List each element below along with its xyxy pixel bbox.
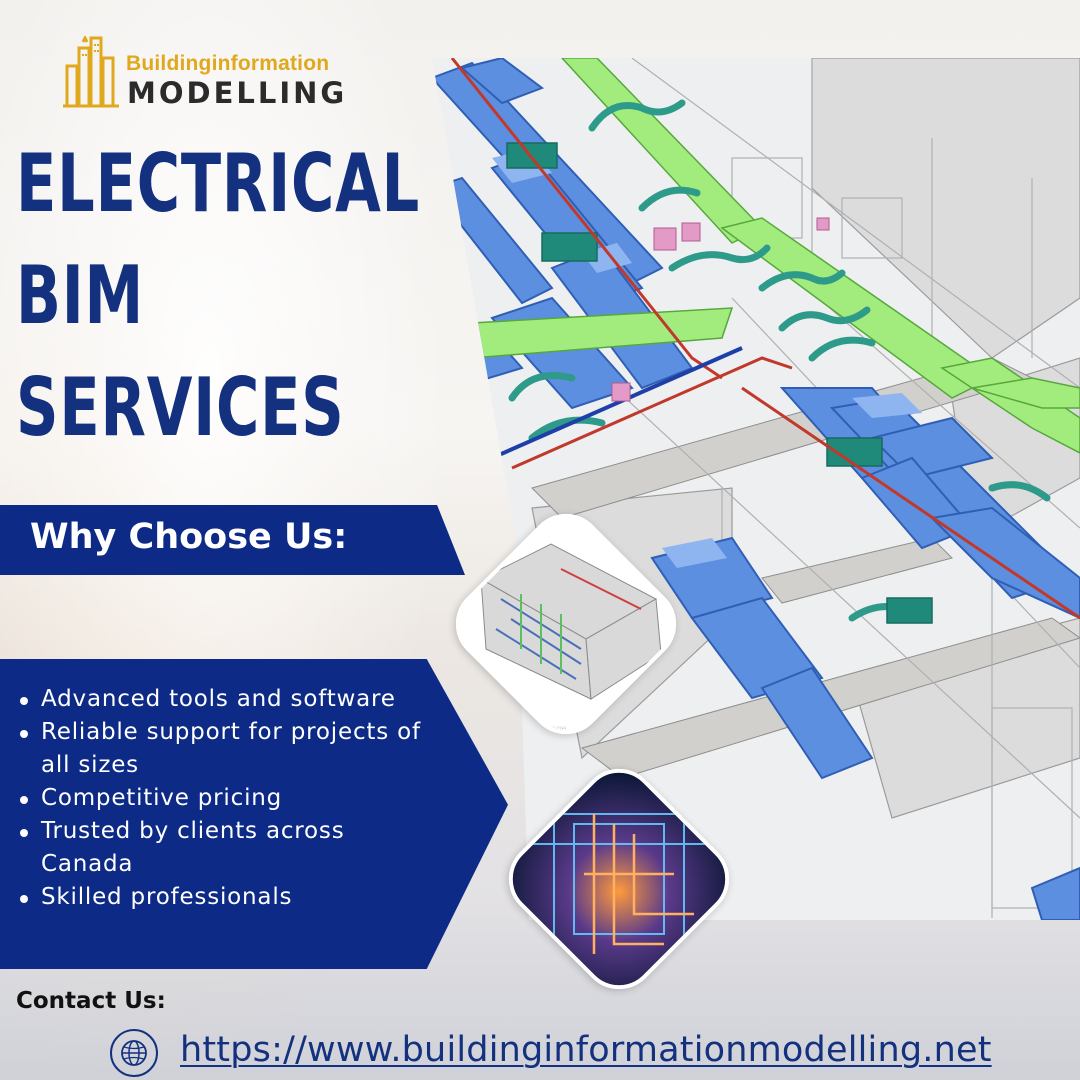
brand-logo[interactable]: Buildinginformation MODELLING — [63, 36, 363, 111]
website-link[interactable]: https://www.buildinginformationmodelling… — [180, 1030, 992, 1070]
globe-icon — [110, 1029, 158, 1077]
features-list: Advanced tools and software Reliable sup… — [18, 683, 436, 914]
why-choose-heading: Why Choose Us: — [30, 517, 348, 557]
feature-item: Competitive pricing — [18, 782, 436, 815]
contact-label: Contact Us: — [16, 988, 166, 1014]
bim-model-image — [432, 58, 1080, 920]
feature-item: Skilled professionals — [18, 881, 436, 914]
feature-item: Trusted by clients across Canada — [18, 815, 436, 881]
building-logo-icon — [63, 36, 119, 108]
logo-wordmark-bottom: MODELLING — [127, 76, 348, 110]
page-title: ELECTRICAL BIM SERVICES — [16, 128, 420, 464]
logo-wordmark-top: Buildinginformation — [126, 52, 330, 75]
title-line-2: BIM — [16, 249, 145, 342]
feature-item: Advanced tools and software — [18, 683, 436, 716]
features-panel: Advanced tools and software Reliable sup… — [0, 659, 508, 969]
feature-item: Reliable support for projects of all siz… — [18, 716, 436, 782]
title-line-3: SERVICES — [16, 361, 345, 454]
title-line-1: ELECTRICAL — [16, 137, 421, 230]
why-choose-banner: Why Choose Us: — [0, 505, 465, 575]
